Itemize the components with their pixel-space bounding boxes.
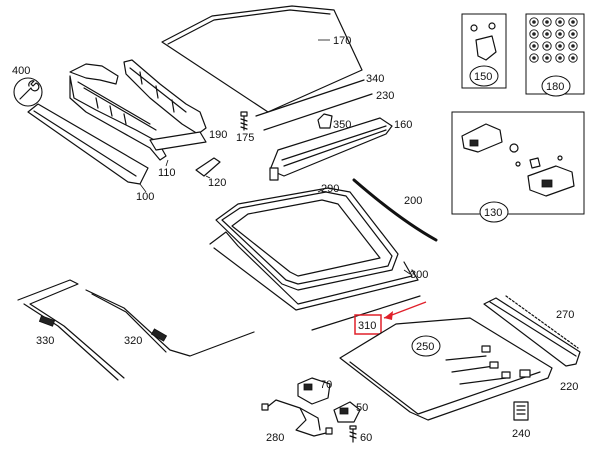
part-340-seal-strip <box>255 79 365 117</box>
callout-70: 70 <box>320 379 332 391</box>
plug-center <box>558 56 562 60</box>
callout-110: 110 <box>158 167 176 179</box>
callout-100: 100 <box>136 191 154 203</box>
part-330-cable <box>17 279 125 381</box>
callout-330: 330 <box>36 335 54 347</box>
plug-center <box>571 44 575 48</box>
callout-130: 130 <box>484 207 502 219</box>
part-120-bracket <box>195 157 221 177</box>
callout-60: 60 <box>360 432 372 444</box>
callout-160: 160 <box>394 119 412 131</box>
plug-center <box>545 56 549 60</box>
callout-400: 400 <box>12 65 30 77</box>
part-320-cable <box>85 289 255 357</box>
part-310-seal <box>311 295 421 331</box>
part-350-clip <box>317 113 333 129</box>
plug-center <box>532 44 536 48</box>
plug-center <box>558 32 562 36</box>
callout-310: 310 <box>358 320 376 332</box>
callout-280: 280 <box>266 432 284 444</box>
part-200-trim-strip <box>352 178 438 242</box>
highlight-arrow-head <box>384 311 393 320</box>
callout-200: 200 <box>404 195 422 207</box>
wrench-icon <box>13 77 43 107</box>
part-175-screw <box>240 111 248 131</box>
plug-center <box>571 56 575 60</box>
callout-250: 250 <box>416 341 434 353</box>
part-230-seal-strip <box>263 93 373 131</box>
plug-center <box>532 56 536 60</box>
highlight-box <box>354 314 382 335</box>
part-160-cross-member <box>269 117 393 181</box>
plug-center <box>532 32 536 36</box>
callout-120: 120 <box>208 177 226 189</box>
callout-180: 180 <box>546 81 564 93</box>
callout-320: 320 <box>124 335 142 347</box>
plug-center <box>545 20 549 24</box>
callout-240: 240 <box>512 428 530 440</box>
part-130-mechanism-box <box>451 111 585 223</box>
part-250-rear-panel <box>339 317 553 421</box>
callout-270: 270 <box>556 309 574 321</box>
part-180-plug-set-box <box>525 13 585 97</box>
part-240-module <box>513 401 529 421</box>
plug-center <box>558 44 562 48</box>
callout-290: 290 <box>321 183 339 195</box>
callout-170: 170 <box>333 35 351 47</box>
part-70-motor <box>297 377 331 405</box>
callout-340: 340 <box>366 73 384 85</box>
part-270-guide-rail <box>483 295 581 367</box>
plug-center <box>558 20 562 24</box>
part-50-clip <box>333 401 361 423</box>
plug-center <box>532 20 536 24</box>
part-290-seal-frame <box>215 187 399 291</box>
plug-center <box>545 32 549 36</box>
part-60-screw <box>349 425 357 443</box>
part-110-deflector-frame <box>69 59 207 161</box>
part-300-frame <box>209 231 419 311</box>
callout-190: 190 <box>209 129 227 141</box>
callout-300: 300 <box>410 269 428 281</box>
part-170-glass-panel <box>161 5 363 113</box>
plug-center <box>571 32 575 36</box>
callout-50: 50 <box>356 402 368 414</box>
part-150-kit-box <box>461 13 507 89</box>
callout-175: 175 <box>236 132 254 144</box>
part-100-panel <box>27 103 149 185</box>
callout-150: 150 <box>474 71 492 83</box>
plug-center <box>571 20 575 24</box>
part-280-wire-harness <box>261 399 333 437</box>
callout-230: 230 <box>376 90 394 102</box>
callout-220: 220 <box>560 381 578 393</box>
plug-center <box>545 44 549 48</box>
